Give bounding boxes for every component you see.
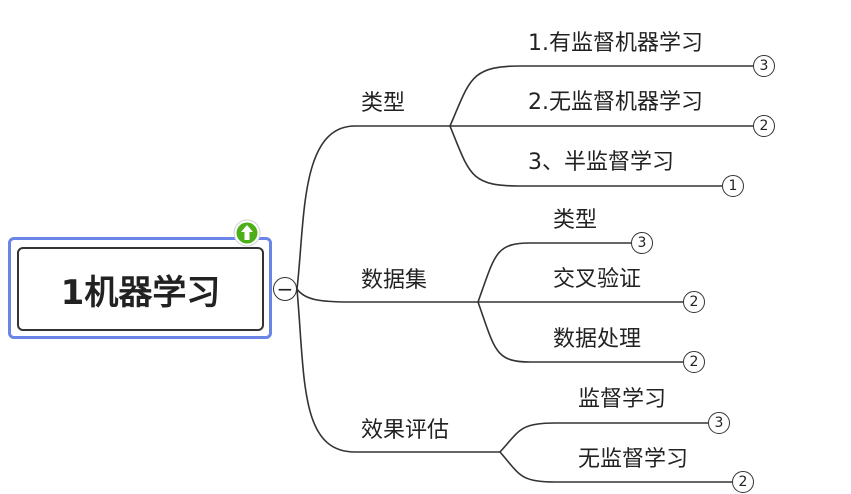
connector-type-1 [449,65,753,127]
topic-unsupervised-ml[interactable]: 2.无监督机器学习 [528,90,703,115]
count-badge[interactable]: 2 [683,291,705,313]
minus-icon: − [276,277,294,301]
root-topic-label: 1机器学习 [60,272,221,313]
count-badge[interactable]: 3 [753,55,775,77]
connector-root-eval [296,288,500,453]
topic-dataset-type[interactable]: 类型 [553,208,598,233]
root-topic[interactable]: 1机器学习 [17,247,264,331]
branch-type[interactable]: 类型 [361,91,406,116]
connector-root-dataset [296,288,478,303]
connector-dataset-1 [477,242,631,303]
topic-cross-validation[interactable]: 交叉验证 [553,267,642,292]
topic-supervised-ml[interactable]: 1.有监督机器学习 [528,31,703,56]
topic-supervised-learning[interactable]: 监督学习 [578,387,667,412]
topic-unsupervised-learning[interactable]: 无监督学习 [578,447,689,472]
collapse-toggle[interactable]: − [273,277,297,301]
connector-dataset-3 [477,301,683,363]
topic-semi-supervised[interactable]: 3、半监督学习 [528,150,674,175]
topic-data-processing[interactable]: 数据处理 [553,327,642,352]
connector-eval-1 [499,422,708,453]
count-badge[interactable]: 2 [732,471,754,493]
connector-type-3 [449,125,722,187]
count-badge[interactable]: 2 [683,351,705,373]
count-badge[interactable]: 3 [631,232,653,254]
connector-eval-2 [499,451,732,483]
connector-root-type [296,125,450,290]
branch-evaluation[interactable]: 效果评估 [361,418,450,443]
count-badge[interactable]: 1 [722,175,744,197]
count-badge[interactable]: 3 [708,412,730,434]
green-up-arrow-icon[interactable] [233,219,261,247]
count-badge[interactable]: 2 [753,115,775,137]
root-selection-outline [8,237,272,339]
branch-dataset[interactable]: 数据集 [361,268,428,293]
